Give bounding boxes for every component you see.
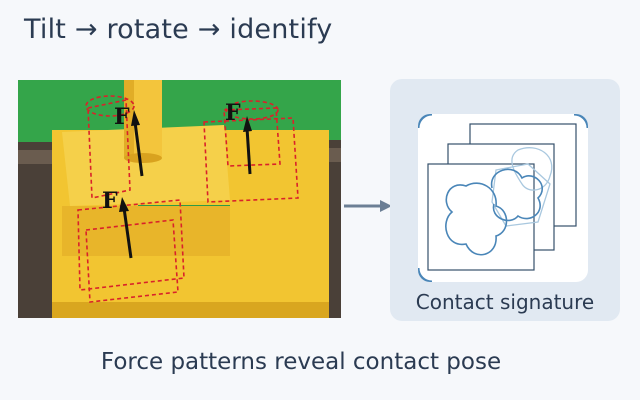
contact-signature-panel: Contact signature [390,79,620,321]
caption: Force patterns reveal contact pose [100,349,502,375]
panel-label: Contact signature [415,290,595,314]
force-label-3: F [102,188,118,214]
force-label-2: F [225,100,241,126]
contact-outlines [77,95,299,303]
force-label-1: F [114,104,130,130]
signature-curve [445,168,544,256]
signature-card [418,114,588,282]
signature-frames [427,123,577,271]
page-title: Tilt → rotate → identify [24,14,333,45]
experiment-photo: F F F [18,80,341,318]
force-vectors [119,110,252,259]
right-arrow-icon [344,200,392,212]
